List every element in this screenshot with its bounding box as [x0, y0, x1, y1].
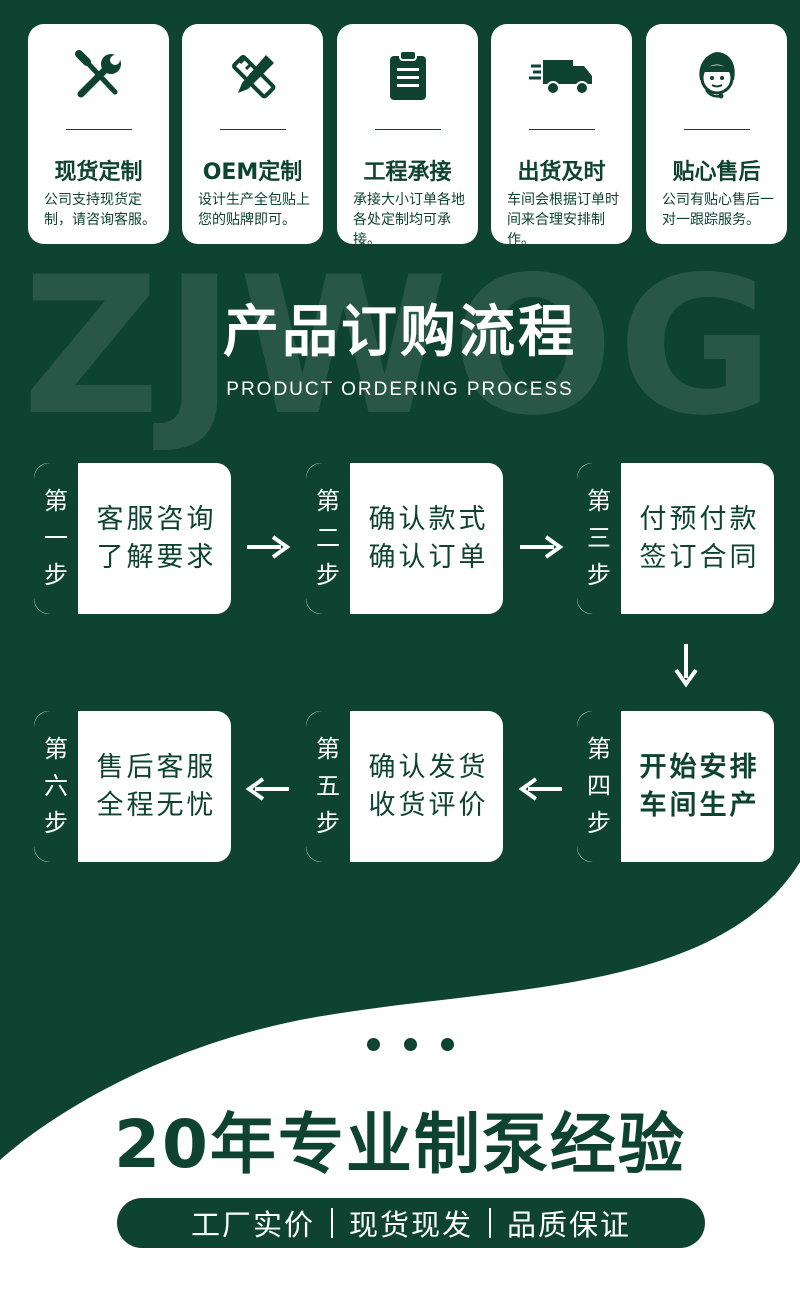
feature-card-stock-custom: 现货定制 公司支持现货定制，请咨询客服。 [28, 24, 169, 244]
section-title: 产品订购流程 [223, 300, 577, 365]
step-label-char: 二 [316, 524, 340, 552]
feature-desc: 设计生产全包贴上您的贴牌即可。 [198, 192, 310, 228]
step-line: 车间生产 [639, 789, 760, 821]
card-divider [684, 129, 750, 130]
watermark-text: ZJWOG [22, 236, 778, 457]
step-text: 付预付款 签订合同 [631, 463, 768, 614]
step-label: 第 六 步 [34, 711, 78, 862]
step-line: 确认订单 [368, 541, 489, 573]
delivery-truck-icon [528, 60, 592, 95]
step-line: 全程无忧 [96, 789, 217, 821]
card-divider [66, 129, 132, 130]
step-text: 确认发货 收货评价 [360, 711, 497, 862]
arrow-down-icon [674, 644, 698, 688]
card-divider [220, 129, 286, 130]
step-line: 开始安排 [639, 751, 760, 783]
step-line: 客服咨询 [96, 503, 217, 535]
step-label-char: 四 [587, 772, 611, 800]
experience-title: 20年专业制泵经验 [114, 1106, 686, 1183]
tagline-item: 工厂实价 [190, 1208, 315, 1242]
arrow-right-icon [520, 535, 564, 559]
feature-desc: 车间会根据订单时间来合理安排制作。 [507, 192, 619, 248]
feature-card-after-sales: 贴心售后 公司有贴心售后一对一跟踪服务。 [646, 24, 787, 244]
tagline-divider [489, 1208, 491, 1238]
step-line: 确认发货 [368, 751, 489, 783]
step-label-char: 一 [44, 524, 68, 552]
step-label-char: 三 [587, 524, 611, 552]
decorative-dot [367, 1038, 380, 1051]
step-label: 第 一 步 [34, 463, 78, 614]
step-text: 确认款式 确认订单 [360, 463, 497, 614]
step-label-char: 五 [316, 772, 340, 800]
arrow-right-icon [247, 535, 291, 559]
feature-title: 出货及时 [517, 160, 606, 185]
step-label-char: 第 [316, 735, 340, 763]
clipboard-icon [389, 50, 426, 100]
step-card-4: 第 四 步 开始安排 车间生产 [576, 710, 775, 863]
step-text: 售后客服 全程无忧 [88, 711, 225, 862]
step-label: 第 二 步 [306, 463, 350, 614]
tagline-divider [330, 1208, 333, 1238]
feature-title: 工程承接 [363, 160, 452, 185]
step-line: 了解要求 [96, 541, 217, 573]
step-line: 签订合同 [639, 541, 760, 573]
arrow-left-icon [518, 777, 562, 801]
step-text: 开始安排 车间生产 [631, 711, 768, 862]
step-label-char: 步 [316, 561, 340, 589]
step-label-char: 第 [316, 487, 340, 515]
tagline-bar: 工厂实价 现货现发 品质保证 [117, 1198, 705, 1248]
tagline-item: 现货现发 [348, 1208, 473, 1242]
step-label-char: 第 [587, 487, 611, 515]
step-card-5: 第 五 步 确认发货 收货评价 [305, 710, 504, 863]
step-line: 付预付款 [639, 503, 760, 535]
tagline-item: 品质保证 [507, 1208, 632, 1242]
feature-title: OEM定制 [202, 160, 303, 185]
decorative-dot [404, 1038, 417, 1051]
step-label-char: 步 [587, 561, 611, 589]
decorative-dot [441, 1038, 454, 1051]
card-divider [529, 129, 595, 130]
step-label-char: 第 [44, 487, 68, 515]
step-line: 收货评价 [368, 789, 489, 821]
feature-title: 现货定制 [54, 160, 143, 185]
step-label-char: 第 [44, 735, 68, 763]
step-card-6: 第 六 步 售后客服 全程无忧 [33, 710, 232, 863]
feature-card-project: 工程承接 承接大小订单各地各处定制均可承接。 [337, 24, 478, 248]
pencil-ruler-icon [231, 55, 275, 99]
step-label-char: 步 [316, 809, 340, 837]
step-label-char: 步 [44, 809, 68, 837]
tools-icon [74, 50, 121, 98]
step-label-char: 步 [44, 561, 68, 589]
step-card-3: 第 三 步 付预付款 签订合同 [576, 462, 775, 615]
feature-desc: 承接大小订单各地各处定制均可承接。 [353, 192, 465, 248]
arrow-left-icon [245, 777, 289, 801]
step-label: 第 四 步 [577, 711, 621, 862]
feature-card-oem: OEM定制 设计生产全包贴上您的贴牌即可。 [182, 24, 323, 244]
feature-title: 贴心售后 [672, 160, 761, 185]
step-label-char: 六 [44, 772, 68, 800]
step-line: 确认款式 [368, 503, 489, 535]
step-label: 第 五 步 [306, 711, 350, 862]
step-label-char: 第 [587, 735, 611, 763]
card-divider [375, 129, 441, 130]
customer-service-icon [698, 52, 735, 99]
feature-desc: 公司有贴心售后一对一跟踪服务。 [662, 192, 774, 228]
step-card-1: 第 一 步 客服咨询 了解要求 [33, 462, 232, 615]
section-subtitle: PRODUCT ORDERING PROCESS [226, 379, 574, 400]
feature-desc: 公司支持现货定制，请咨询客服。 [44, 192, 156, 228]
step-text: 客服咨询 了解要求 [88, 463, 225, 614]
feature-card-shipping: 出货及时 车间会根据订单时间来合理安排制作。 [491, 24, 632, 248]
step-line: 售后客服 [96, 751, 217, 783]
step-label-char: 步 [587, 809, 611, 837]
step-label: 第 三 步 [577, 463, 621, 614]
step-card-2: 第 二 步 确认款式 确认订单 [305, 462, 504, 615]
